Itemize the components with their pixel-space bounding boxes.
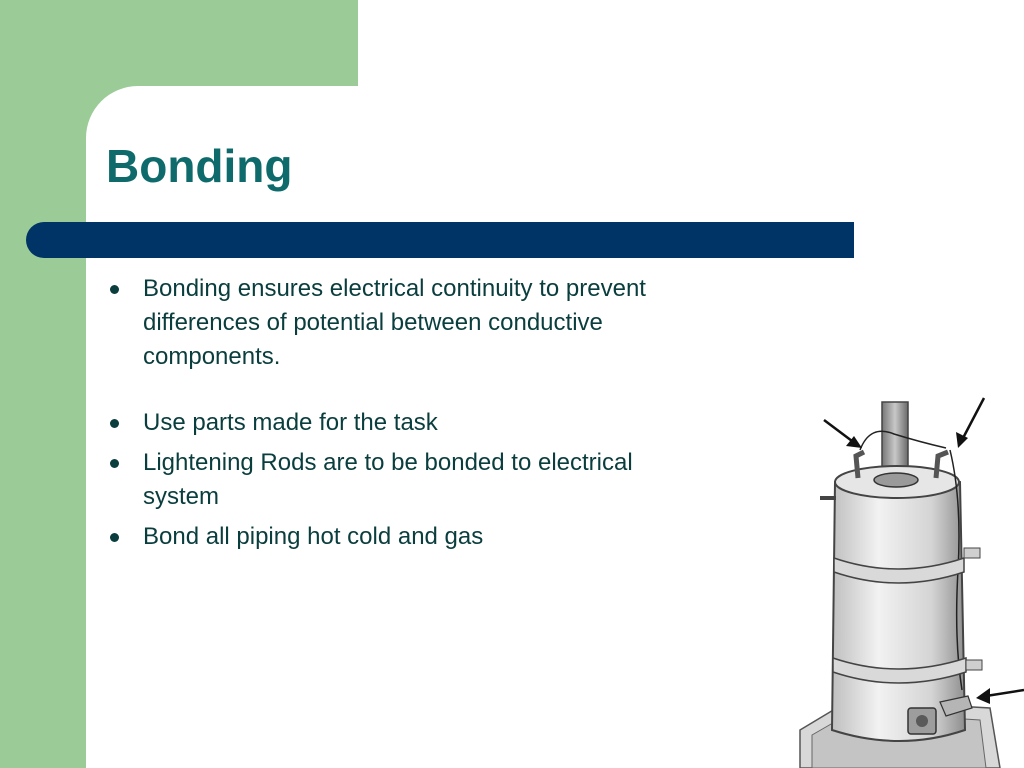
bullet-text: Use parts made for the task [143, 409, 438, 436]
bullet-icon [110, 419, 119, 428]
bullet-icon [110, 533, 119, 542]
bullet-text: Lightening Rods are to be bonded to elec… [143, 449, 633, 510]
bullet-item: Bond all piping hot cold and gas [106, 520, 666, 554]
bullet-item: Use parts made for the task [106, 406, 666, 440]
bullet-text: Bond all piping hot cold and gas [143, 523, 484, 550]
water-heater-illustration [799, 397, 1024, 768]
bullet-icon [110, 285, 119, 294]
bullet-icon [110, 459, 119, 468]
title-divider-bar [26, 222, 854, 258]
bullet-item: Lightening Rods are to be bonded to elec… [106, 446, 666, 514]
bullet-list: Bonding ensures electrical continuity to… [106, 272, 666, 554]
bullet-text: Bonding ensures electrical continuity to… [143, 275, 646, 370]
slide-title: Bonding [106, 140, 293, 192]
bullet-item: Bonding ensures electrical continuity to… [106, 272, 666, 374]
